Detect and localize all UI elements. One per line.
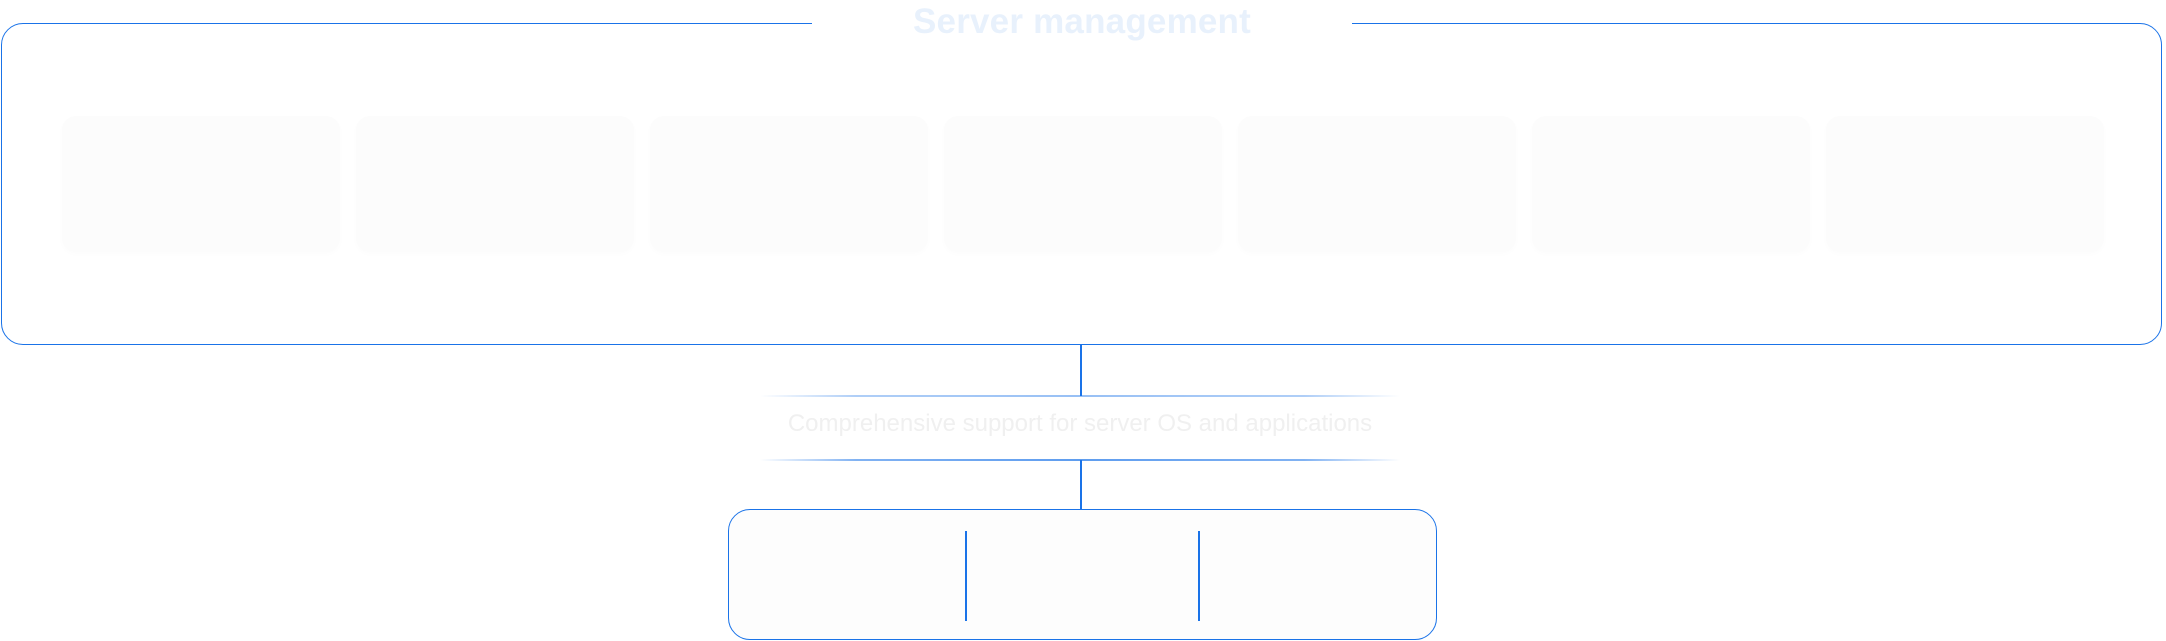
feature-card <box>944 116 1222 252</box>
feature-card <box>356 116 634 252</box>
feature-card <box>1826 116 2104 252</box>
support-text: Comprehensive support for server OS and … <box>787 410 1373 437</box>
feature-card <box>1238 116 1516 252</box>
feature-card <box>62 116 340 252</box>
feature-card <box>650 116 928 252</box>
support-band-top-line <box>760 395 1400 397</box>
connector-line <box>1080 345 1082 396</box>
connector-line <box>1080 460 1082 510</box>
title-backdrop <box>812 8 1352 40</box>
box-divider <box>1198 531 1200 621</box>
box-divider <box>965 531 967 621</box>
support-band-bottom-line <box>760 459 1400 461</box>
os-applications-box <box>728 509 1437 640</box>
feature-card <box>1532 116 1810 252</box>
diagram-title: Server management <box>912 2 1251 41</box>
